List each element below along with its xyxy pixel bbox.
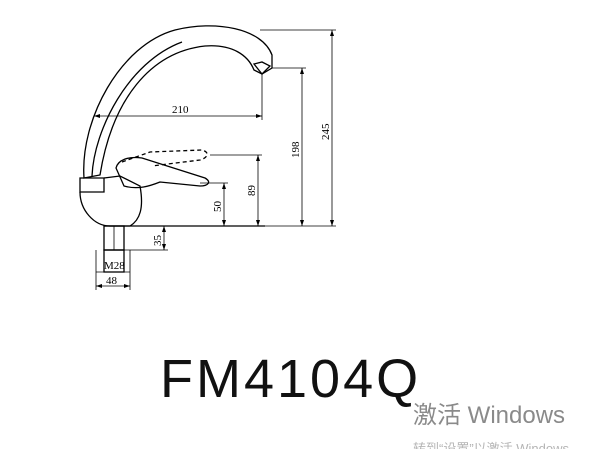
spout-outline — [83, 25, 273, 179]
dim-reach-label: 210 — [172, 104, 189, 116]
dim-handle-height-label: 89 — [246, 185, 258, 197]
model-number: FM4104Q — [160, 349, 422, 409]
lever-handle — [115, 156, 210, 189]
activate-windows-watermark: 激活 Windows — [413, 402, 566, 429]
dim-thread-label: M28 — [104, 260, 125, 272]
dim-total-height-label: 245 — [320, 123, 332, 140]
dim-shank-length-label: 35 — [152, 235, 164, 247]
faucet-body — [79, 175, 143, 227]
dim-body-height-label: 50 — [212, 201, 224, 213]
body-collar — [79, 177, 105, 193]
spout-inner-line — [91, 41, 183, 177]
lever-open-position — [121, 149, 208, 167]
dim-spout-height-label: 198 — [290, 141, 302, 158]
dim-base-width-label: 48 — [106, 275, 118, 287]
aerator-tip — [252, 61, 272, 75]
activate-windows-subtext: 转到“设置”以激活 Windows。 — [413, 441, 583, 449]
